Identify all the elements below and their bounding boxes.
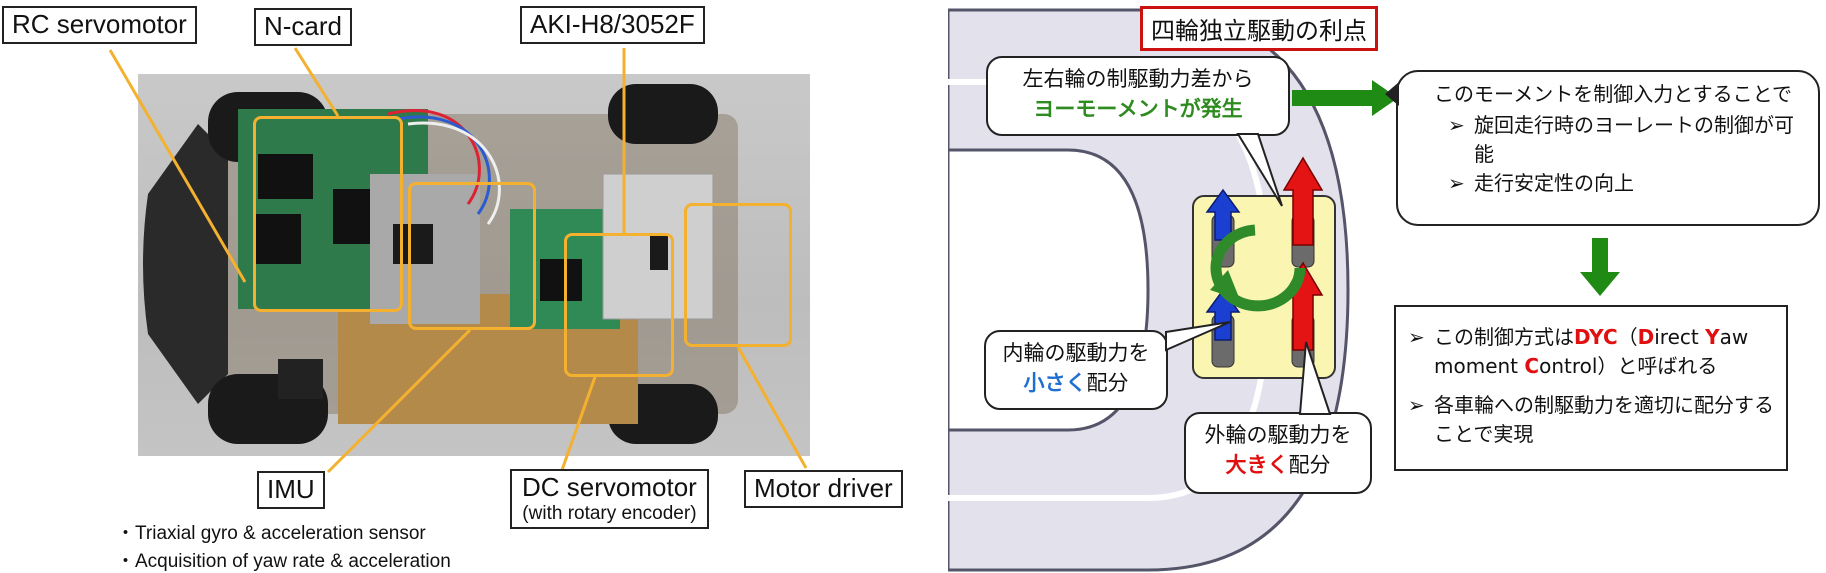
control-bullet-1-text: 旋回走行時のヨーレートの制御が可能 (1474, 113, 1794, 166)
yaw-bubble-line2: ヨーモーメントが発生 (1033, 97, 1243, 122)
inner-bubble-line2: 小さく配分 (986, 368, 1166, 398)
control-box-tail (1385, 82, 1399, 106)
yaw-bubble-tail (1236, 133, 1283, 207)
yaw-bubble-line1: 左右輪の制駆動力差から (1022, 67, 1254, 91)
inner-rest: 配分 (1086, 371, 1129, 396)
rc-servomotor-label: RC servomotor (2, 6, 197, 44)
dyc-direct-y: Y (1705, 325, 1720, 349)
control-bullet-2-text: 走行安定性の向上 (1474, 171, 1634, 195)
dyc-aw: aw (1719, 325, 1749, 349)
dyc-moment: moment (1434, 354, 1525, 378)
dyc-d: D (1574, 325, 1590, 349)
inner-wheel-bubble: 内輪の駆動力を 小さく配分 (984, 330, 1168, 410)
green-right-arrow (1292, 80, 1398, 116)
yaw-moment-bubble: 左右輪の制駆動力差から ヨーモーメントが発生 (986, 56, 1290, 136)
outer-bubble-tail (1298, 341, 1332, 415)
bullet-marker-icon: ➢ (1408, 325, 1425, 349)
dc-servomotor-title: DC servomotor (522, 472, 697, 502)
right-panel-title: 四輪独立駆動の利点 (1140, 6, 1378, 51)
outer-bubble-line2: 大きく配分 (1186, 450, 1370, 480)
dyc-y: Y (1589, 325, 1603, 349)
outer-wheel-bubble: 外輪の駆動力を 大きく配分 (1184, 412, 1372, 494)
car-wheels-and-arrows (1205, 156, 1324, 368)
aki-highlight (564, 233, 674, 377)
dc-servomotor-label: DC servomotor (with rotary encoder) (510, 469, 709, 529)
dyc-direct-c: C (1524, 354, 1540, 378)
dc-servomotor-subtitle: (with rotary encoder) (522, 502, 697, 524)
motor-driver-label: Motor driver (744, 470, 903, 508)
ncard-label: N-card (254, 8, 353, 46)
dyc-bullet-2-text: 各車輪への制駆動力を適切に配分することで実現 (1434, 393, 1774, 446)
dyc-direct-d: D (1637, 325, 1655, 349)
inner-bubble-tail (1165, 321, 1231, 352)
ncard-highlight (253, 116, 403, 312)
control-bullet-2: ➢ 走行安定性の向上 (1448, 169, 1808, 198)
dyc-ontrol: ontrol）と呼ばれる (1539, 354, 1718, 378)
motor-driver-highlight (684, 203, 792, 347)
dyc-c: C (1602, 325, 1618, 349)
control-input-box: このモーメントを制御入力とすることで ➢ 旋回走行時のヨーレートの制御が可能 ➢… (1396, 70, 1820, 226)
aki-label: AKI-H8/3052F (520, 6, 705, 44)
outer-rest: 配分 (1288, 453, 1331, 478)
bullet-marker-icon: ➢ (1448, 113, 1465, 137)
imu-highlight (408, 182, 536, 330)
imu-note-2: ・Acquisition of yaw rate & acceleration (116, 551, 451, 572)
dyc-pre: この制御方式は (1434, 325, 1574, 349)
bullet-marker-icon: ➢ (1408, 393, 1425, 417)
imu-label: IMU (257, 471, 325, 509)
control-heading: このモーメントを制御入力とすることで (1434, 82, 1792, 106)
outer-bubble-line1: 外輪の駆動力を (1204, 423, 1352, 447)
dyc-bullet-2: ➢ 各車輪への制駆動力を適切に配分することで実現 (1408, 391, 1776, 449)
dyc-open-paren: （ (1617, 325, 1638, 349)
inner-emph: 小さく (1023, 371, 1087, 396)
inner-bubble-line1: 内輪の駆動力を (1002, 341, 1150, 365)
robot-photo (138, 74, 810, 456)
dyc-irect: irect (1654, 325, 1706, 349)
outer-emph: 大きく (1225, 453, 1289, 478)
bullet-marker-icon: ➢ (1448, 171, 1465, 195)
green-down-arrow (1580, 238, 1620, 296)
imu-note-1: ・Triaxial gyro & acceleration sensor (116, 523, 426, 544)
callout-lines (108, 47, 808, 474)
robot-illustration (143, 84, 738, 444)
control-bullet-1: ➢ 旋回走行時のヨーレートの制御が可能 (1448, 111, 1808, 169)
